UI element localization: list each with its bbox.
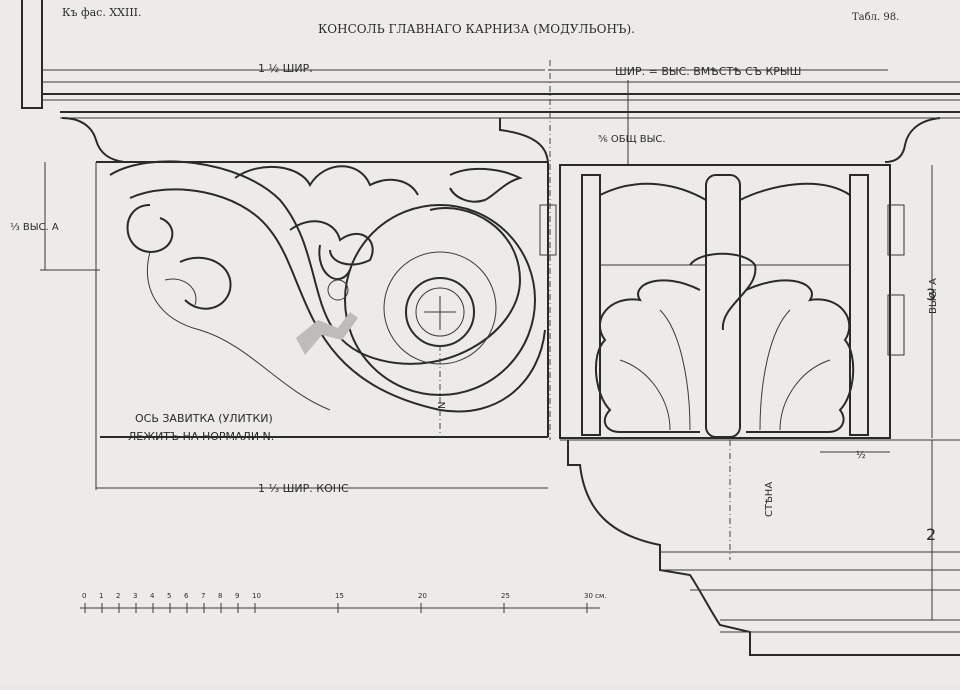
drawing-title: КОНСОЛЬ ГЛАВНАГО КАРНИЗА (МОДУЛЬОНЪ). [318,22,635,36]
scale-tick-label: 30 см. [584,592,607,600]
scale-tick-label: 8 [218,592,222,600]
scale-tick-label: 15 [335,592,344,600]
wall-label: СТѢНА [764,482,775,517]
volute-outer-circle [344,204,536,396]
plate-number: Табл. 98. [852,12,899,23]
cornice-top [42,81,960,166]
console-front [539,164,905,439]
dim-half: ½ [856,449,866,461]
dim-top-right: ШИР. = ВЫС. ВМѢСТѢ СЪ КРЫШ [615,65,801,78]
front-leaf-left [594,279,701,433]
scale-tick-label: 1 [99,592,103,600]
dim-left-height: ⅓ ВЫС. А [10,222,59,233]
axis-note-line1: ОСЬ ЗАВИТКА (УЛИТКИ) [135,412,273,425]
lower-cornice: СТѢНА [549,60,960,656]
normal-n-label: N [437,402,448,409]
scale-tick-label: 2 [116,592,120,600]
scale-tick-label: 6 [184,592,189,600]
right-dimensions: ВЫС. А 3 2 ½ [820,165,939,620]
wall-section-hatch [296,312,358,355]
scroll-volute [109,160,522,365]
axis-note-line2: ЛЕЖИТЪ НА НОРМАЛИ N. [128,430,274,443]
top-dimensions: 1 ½ ШИР. ШИР. = ВЫС. ВМѢСТѢ СЪ КРЫШ ⅚ ОБ… [42,62,888,165]
dim-bottom-width: 1 ⅓ ШИР. КОНС [258,482,349,495]
scale-tick-label: 10 [252,592,261,600]
scale-tick-label: 7 [201,592,205,600]
left-dimension: ⅓ ВЫС. А [10,162,100,271]
dim-top-width: 1 ½ ШИР. [258,62,313,75]
scale-tick-label: 20 [418,592,427,600]
scale-tick-label: 9 [235,592,239,600]
left-wall [21,0,43,109]
dim-right-height: ВЫС. А [928,278,939,314]
console-side: N [95,160,549,490]
scale-tick-label: 4 [150,592,155,600]
scale-bar: 0 1 2 3 4 5 6 7 8 9 10 15 20 25 30 см. [80,592,607,613]
bottom-dimension: 1 ⅓ ШИР. КОНС [96,482,548,495]
scale-tick-label: 25 [501,592,510,600]
dim-right-fraction: 3 [926,285,936,304]
scale-tick-label: 0 [82,592,86,600]
sheet-reference: Къ фас. XXIII. [62,6,142,19]
dim-right-two: 2 [926,525,936,544]
front-leaf-right [745,279,855,433]
dim-total-height: ⅚ ОБЩ ВЫС. [598,134,666,145]
acanthus-ornament [164,165,523,310]
scale-tick-label: 3 [133,592,137,600]
scale-tick-label: 5 [167,592,171,600]
